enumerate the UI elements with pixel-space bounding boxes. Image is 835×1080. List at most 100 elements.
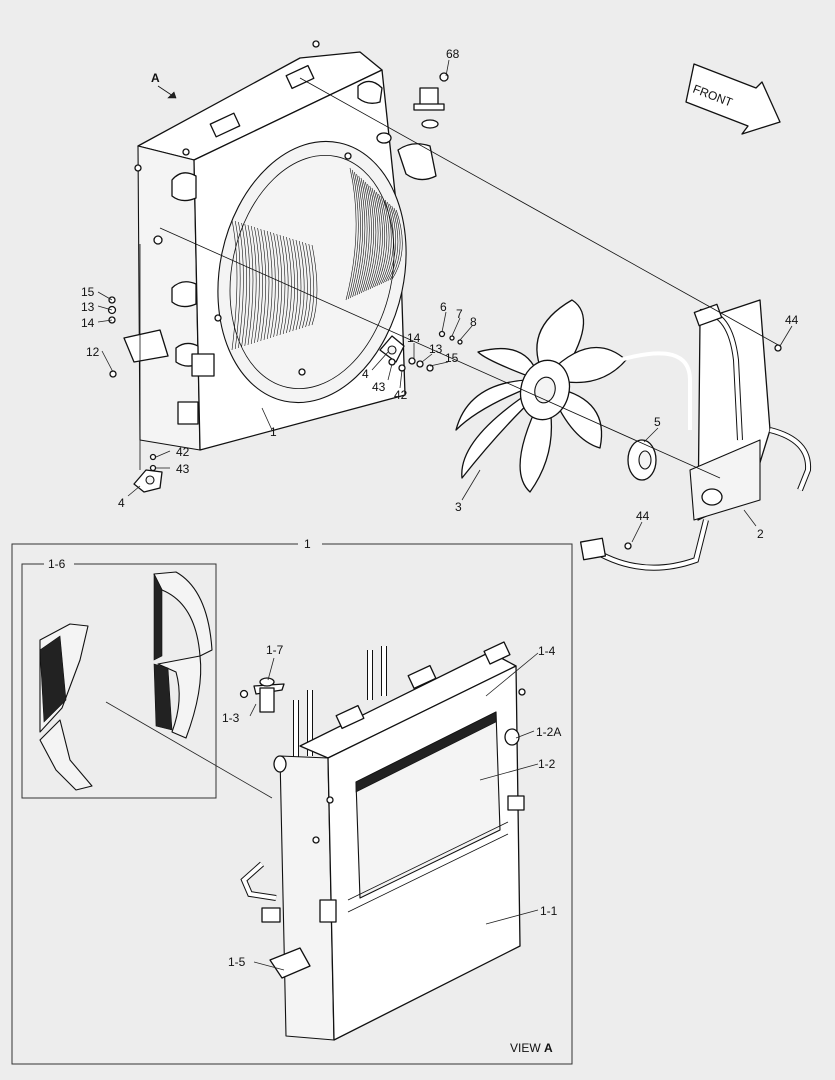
detail-box-1-6: 1-6 [21,556,217,799]
radiator-fins [231,167,403,351]
callout-5: 5 [654,415,661,429]
callout-3: 3 [455,500,462,514]
mount-right [379,335,405,363]
fin-line [367,187,379,291]
fan-guard-frame [579,299,812,571]
fin-line [273,232,279,338]
fin-line [345,167,357,301]
callout-1-1: 1-1 [540,904,558,918]
fin-line [374,193,385,288]
fin-line [389,207,401,281]
callout-43b: 43 [176,462,190,476]
fin-line [387,205,399,282]
fin-line [244,223,251,347]
front-arrow: FRONT [685,63,781,135]
fin-line [254,226,260,344]
subdetail-box-label: 1-6 [48,557,66,571]
callout-13a: 13 [81,300,95,314]
callout-1-5: 1-5 [228,955,246,969]
fin-line [347,169,359,300]
fin-line [305,242,311,328]
callout-2: 2 [757,527,764,541]
view-a-letter: A [151,71,160,85]
fin-line [234,220,241,350]
fin-line [361,181,372,294]
callout-14b: 14 [407,331,421,345]
fin-line [257,227,263,343]
fin-line [311,244,318,326]
fin-line [266,230,273,340]
fin-line [356,177,368,296]
fan-spacer [627,439,657,481]
fin-line [358,179,370,295]
callout-12: 12 [86,345,100,359]
fin-line [231,219,238,351]
callout-7: 7 [456,307,463,321]
fin-line [376,195,388,287]
callout-42a: 42 [394,388,408,402]
radiator-core [123,40,407,451]
detail-box-1: 1 [11,536,573,1065]
callout-42b: 42 [176,445,190,459]
callout-15a: 15 [81,285,95,299]
thermo-valve-1-7 [239,677,285,713]
callout-1-3: 1-3 [222,711,240,725]
fin-line [238,221,244,349]
detail-box-label: 1 [304,537,311,551]
callout-14a: 14 [81,316,95,330]
detail-leader-lines [105,652,539,971]
callout-1-7: 1-7 [266,643,284,657]
callout-44b: 44 [636,509,650,523]
fin-line [308,243,315,327]
fin-line [365,185,377,292]
fin-line [385,203,396,283]
fin-line [279,234,286,336]
callout-13b: 13 [429,342,443,356]
callout-8: 8 [470,315,477,329]
fin-line [302,241,308,329]
fin-line [298,240,305,330]
callout-1-4: 1-4 [538,644,556,658]
callout-68: 68 [446,47,460,61]
callout-labels: 68 44 15 13 14 12 6 7 8 14 13 15 4 43 42… [81,47,799,969]
fin-line [263,229,270,341]
fin-line [289,237,295,333]
assembly-centerlines [139,77,781,479]
fin-line [354,175,366,297]
fin-line [292,238,299,332]
callout-4b: 4 [118,496,125,510]
fin-line [378,197,390,286]
fin-line [372,191,383,289]
callout-6: 6 [440,300,447,314]
fin-line [383,201,394,284]
fin-line [276,233,283,337]
fin-line [380,199,392,285]
fin-line [352,173,364,298]
fin-line [350,171,361,299]
callout-15b: 15 [445,351,459,365]
view-a-radiator [240,641,526,1041]
leader-lines [97,59,793,543]
fin-line [241,222,247,348]
fin-line [369,189,381,290]
fin-line [286,236,292,334]
fin-line [295,239,302,331]
fin-line [247,224,254,346]
callout-43a: 43 [372,380,386,394]
fin-line [250,225,257,345]
cooling-fan [455,299,627,493]
fin-line [363,183,375,293]
view-caption: VIEW A [510,1041,553,1055]
callout-1-2: 1-2 [538,757,556,771]
callout-1-2A: 1-2A [536,725,561,739]
fin-line [391,209,403,280]
hardware-bolts [107,296,782,550]
mount-left [133,469,163,493]
fin-line [270,231,276,339]
callout-44a: 44 [785,313,799,327]
fin-line [260,228,267,342]
valve-68 [376,72,449,181]
callout-4a: 4 [362,367,369,381]
callout-1: 1 [270,425,277,439]
